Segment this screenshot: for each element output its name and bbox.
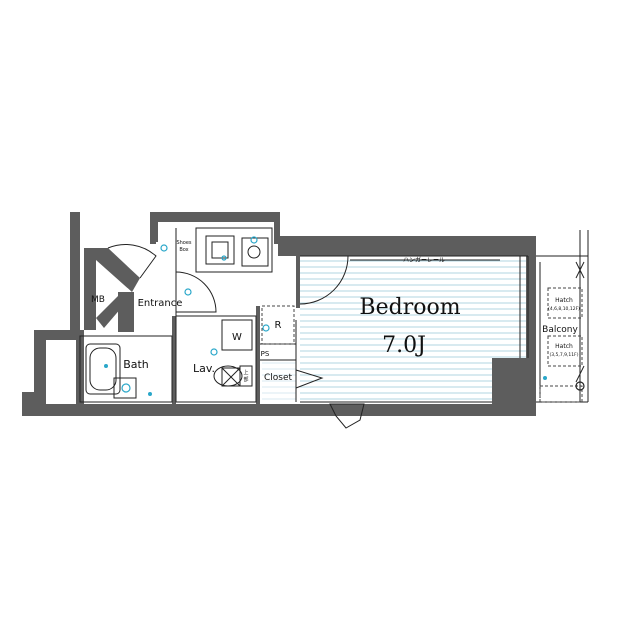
balcony-label: Balcony xyxy=(542,325,578,335)
walls xyxy=(22,212,536,416)
shoes-light-icon xyxy=(160,244,168,252)
washer-label: W xyxy=(232,332,242,343)
lav-fixtures xyxy=(210,348,253,387)
bath-faucet-icon xyxy=(121,383,131,393)
ps-label: PS xyxy=(261,350,270,358)
balcony-outline xyxy=(536,230,589,403)
entrance-label: Entrance xyxy=(138,298,183,309)
hatch-bottom-floors-label: (3,5,7,9,11F) xyxy=(550,352,579,358)
balcony-light-icon xyxy=(543,376,547,380)
storage-upper-label-1: 上 xyxy=(243,369,248,376)
door-swings xyxy=(107,244,349,389)
kitchen-fixtures xyxy=(205,235,269,267)
fridge-space xyxy=(261,305,295,345)
bedroom-label: Bedroom xyxy=(359,295,460,320)
hatch-top-label: Hatch xyxy=(555,297,573,304)
closet-label: Closet xyxy=(264,373,293,383)
fridge-outlet-icon xyxy=(262,324,270,332)
closet-floor xyxy=(262,360,296,402)
fridge-label: R xyxy=(275,320,282,331)
lav-label: Lav. xyxy=(193,362,215,375)
drain-icon xyxy=(575,381,585,391)
bedroom-size-label: 7.0J xyxy=(382,333,426,358)
hanger-rail-label: ハンガーレール xyxy=(403,256,445,264)
entrance-light-icon xyxy=(184,288,192,296)
bath-label: Bath xyxy=(123,358,149,371)
shoes-box-label-1: Shoes xyxy=(176,240,191,246)
interior-lines xyxy=(79,227,529,429)
faucet-icon xyxy=(250,236,258,244)
hatch-bottom-label: Hatch xyxy=(555,343,573,350)
washer-space xyxy=(221,319,253,351)
shoes-box-label-2: Box xyxy=(179,247,188,253)
hatch-top-floors-label: (4,6,8,10,12F) xyxy=(548,306,580,312)
stove-icon xyxy=(221,255,227,261)
bedroom-floor xyxy=(300,256,528,402)
bath-fixtures xyxy=(85,343,152,399)
lav-light-icon xyxy=(210,348,218,356)
mb-label: MB xyxy=(91,295,105,305)
storage-upper-label-2: 部 xyxy=(243,376,248,383)
